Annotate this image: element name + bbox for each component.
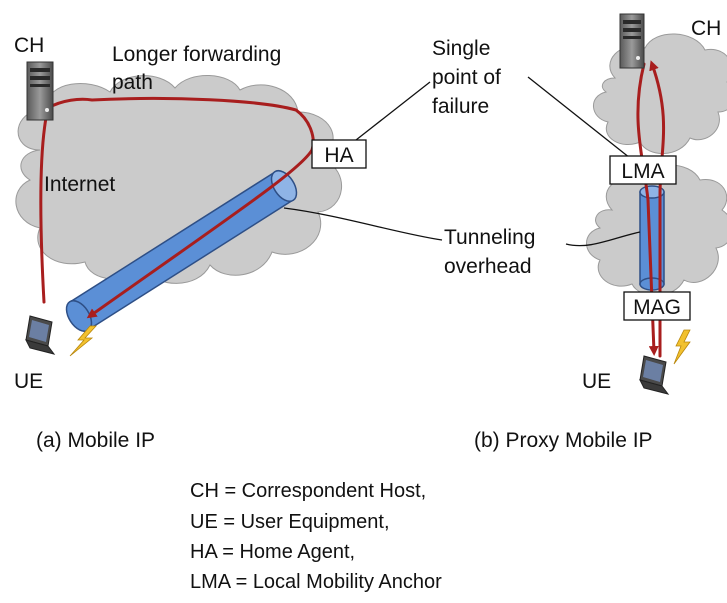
tunnel-line1: Tunneling <box>444 226 535 249</box>
laptop-icon <box>26 316 54 354</box>
legend-item: LMA = Local Mobility Anchor <box>190 571 442 593</box>
ch-label-a: CH <box>14 34 44 57</box>
server-icon <box>27 62 53 120</box>
spof-line1: Single <box>432 37 490 60</box>
caption-a: (a) Mobile IP <box>36 429 155 452</box>
ha-box: HA <box>312 140 366 168</box>
ha-label: HA <box>324 144 353 167</box>
lma-label: LMA <box>621 160 664 183</box>
legend: CH = Correspondent Host, UE = User Equip… <box>190 480 442 593</box>
laptop-icon <box>640 356 668 394</box>
internet-label: Internet <box>44 173 115 196</box>
ue-label-b: UE <box>582 370 611 393</box>
ue-label-a: UE <box>14 370 43 393</box>
lma-box: LMA <box>610 156 676 184</box>
spof-line3: failure <box>432 95 489 118</box>
server-icon <box>620 14 644 68</box>
forwarding-label-line2: path <box>112 71 153 94</box>
legend-item: UE = User Equipment, <box>190 511 390 533</box>
ch-label-b: CH <box>691 17 721 40</box>
legend-item: CH = Correspondent Host, <box>190 480 426 502</box>
forwarding-label-line1: Longer forwarding <box>112 43 281 66</box>
spof-line2: point of <box>432 66 501 89</box>
tunnel-line2: overhead <box>444 255 532 278</box>
lightning-icon <box>674 330 690 364</box>
legend-item: HA = Home Agent, <box>190 541 355 563</box>
mag-label: MAG <box>633 296 681 319</box>
mag-box: MAG <box>624 292 690 320</box>
caption-b: (b) Proxy Mobile IP <box>474 429 653 452</box>
